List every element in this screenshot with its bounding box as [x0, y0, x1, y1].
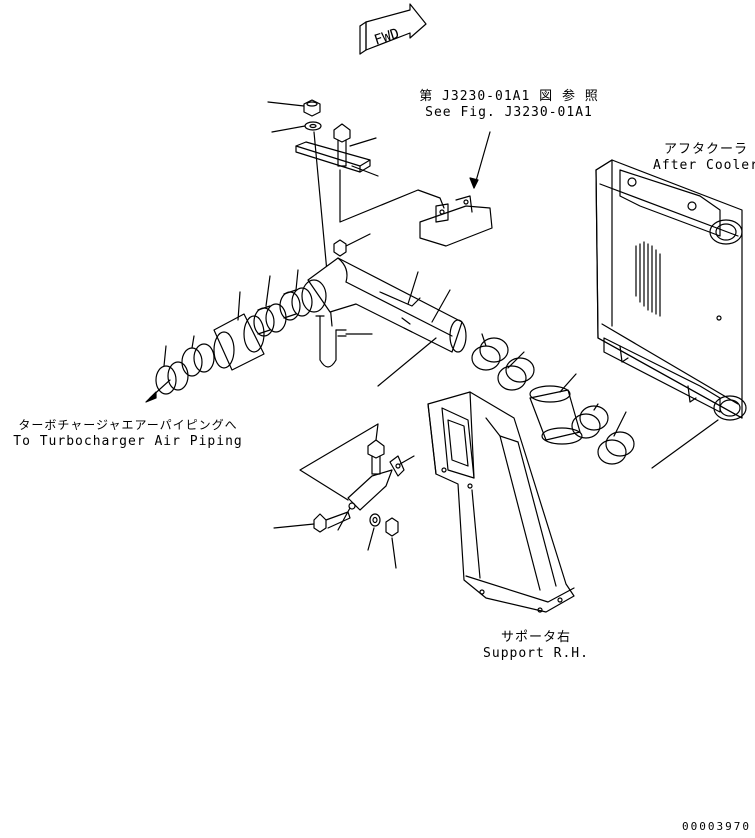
left-hose-clamp-1 — [279, 287, 313, 321]
top-bolt-part — [333, 123, 351, 167]
lower-nut-part — [385, 517, 399, 537]
u-bolt-part — [315, 315, 347, 368]
turbo-piping-label-jp: ターボチャージャエアーパイピングへ — [18, 418, 238, 432]
small-nut-part — [333, 239, 347, 257]
fwd-arrow-label: FWD — [372, 26, 401, 49]
lower-bolt-upper-part — [367, 439, 385, 475]
lower-washer-part — [369, 513, 381, 527]
support-rh-part — [427, 391, 575, 613]
reference-bracket-part — [419, 195, 493, 247]
support-to-pipe-connector — [299, 337, 437, 501]
right-hose-clamp-2 — [497, 357, 535, 391]
left-hose-clamp-3 — [181, 343, 215, 377]
support-rh-label-en: Support R.H. — [483, 646, 589, 661]
lower-bracket-part — [347, 469, 393, 511]
after-cooler-label-en: After Cooler — [653, 158, 755, 173]
after-cooler-label-jp: アフタクーラ — [663, 142, 749, 157]
right-hose-clamp-1 — [471, 337, 509, 371]
top-washer-part — [304, 121, 322, 131]
turbo-piping-arrow — [145, 391, 157, 403]
see-fig-leader-line — [473, 131, 491, 189]
right-hose-to-cooler-line — [651, 419, 719, 469]
left-hose-part — [213, 313, 265, 371]
right-hose-clamp-3 — [571, 405, 609, 439]
lower-bolt-part — [313, 511, 351, 533]
right-hose-clamp-4 — [597, 431, 635, 465]
drawing-number: 00003970 — [682, 820, 751, 833]
lower-clip-part — [389, 455, 405, 477]
after-cooler-part — [595, 159, 747, 421]
support-rh-label-jp: サポータ右 — [500, 630, 572, 645]
see-fig-label-en: See Fig. J3230-01A1 — [425, 105, 593, 120]
right-hose-part — [529, 385, 583, 445]
left-hose-clamp-4 — [155, 361, 189, 395]
top-nut-part — [303, 99, 321, 117]
see-fig-leader-arrow — [469, 177, 479, 189]
air-pipe-elbow-part — [301, 257, 467, 353]
see-fig-label-jp: 第 J3230-01A1 図 参 照 — [419, 89, 599, 104]
see-fig-connector-line — [339, 169, 445, 223]
left-hose-clamp-2 — [253, 303, 287, 337]
part-leader-lines — [163, 101, 627, 569]
fwd-arrow-icon — [359, 3, 427, 55]
turbo-piping-label-en: To Turbocharger Air Piping — [13, 434, 243, 449]
upper-bracket-plate-part — [295, 141, 371, 173]
